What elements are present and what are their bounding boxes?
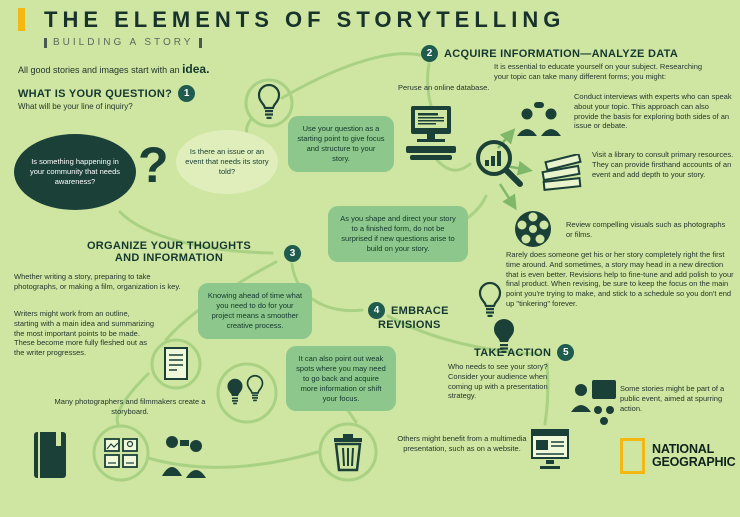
outline-notepad-icon [150, 338, 202, 395]
issue-question-bubble: Is there an issue or an event that needs… [176, 130, 278, 194]
library-text: Visit a library to consult primary resou… [592, 150, 734, 179]
nat-geo-frame-icon [620, 438, 645, 474]
logo-line2: GEOGRAPHIC [652, 455, 736, 469]
two-bulbs-icon [216, 362, 278, 429]
organization-text: Whether writing a story, preparing to ta… [14, 272, 181, 291]
website-icon [530, 424, 570, 479]
section4-header: 4 EMBRACE REVISIONS [368, 302, 449, 331]
section4-title-line1: EMBRACE [391, 304, 449, 317]
event-text: Some stories might be part of a public e… [620, 384, 725, 413]
section1-callout: Use your question as a starting point to… [288, 116, 394, 172]
outline-text: Writers might work from an outline, star… [14, 309, 155, 357]
interview-people-icon [514, 102, 564, 147]
section3-title-line1: ORGANIZE YOUR THOUGHTS [86, 240, 252, 252]
community-question-bubble: Is something happening in your community… [14, 134, 136, 210]
magnifier-icon [472, 136, 528, 197]
section5-title: TAKE ACTION [474, 346, 552, 359]
section1-number-badge: 1 [178, 85, 196, 102]
multimedia-text: Others might benefit from a multimedia p… [397, 434, 527, 453]
section1-header: WHAT IS YOUR QUESTION? 1 [18, 85, 196, 102]
knowing-callout: Knowing ahead of time what you need to d… [198, 283, 312, 339]
section3-number-badge: 3 [284, 245, 301, 262]
weak-spots-callout: It can also point out weak spots where y… [286, 346, 396, 412]
page-subtitle-row: BUILDING A STORY [44, 37, 203, 48]
section2-title: ACQUIRE INFORMATION—ANALYZE DATA [444, 47, 679, 60]
visuals-text: Review compelling visuals such as photog… [566, 220, 726, 239]
film-reel-icon [512, 208, 554, 255]
page-subtitle: BUILDING A STORY [53, 37, 194, 48]
section4-title-line2: REVISIONS [378, 319, 441, 331]
section1-title: WHAT IS YOUR QUESTION? [18, 87, 173, 100]
revisions-text: Rarely does someone get his or her story… [506, 250, 734, 308]
notebook-icon [30, 430, 70, 487]
computer-icon [404, 106, 458, 167]
section2-lead: It is essential to educate yourself on y… [494, 62, 703, 81]
question-mark-icon: ? [138, 137, 169, 193]
film-crew-icon [158, 432, 212, 485]
storyboard-grid-icon [92, 424, 150, 487]
section4-number-badge: 4 [368, 302, 385, 319]
section2-number-badge: 2 [421, 45, 438, 62]
section3-header: ORGANIZE YOUR THOUGHTS AND INFORMATION [60, 240, 278, 264]
logo-line1: NATIONAL [652, 441, 715, 456]
section3-title-line2: AND INFORMATION [114, 252, 224, 264]
idea-lightbulb-icon [244, 78, 294, 133]
library-books-icon [538, 152, 586, 197]
storyboard-text: Many photographers and filmmakers create… [54, 397, 206, 416]
shape-story-callout: As you shape and direct your story to a … [328, 206, 468, 262]
audience-text: Who needs to see your story? Consider yo… [448, 362, 548, 401]
public-event-icon [570, 378, 618, 433]
intro-sentence: All good stories and images start with a… [18, 62, 258, 76]
section1-lead: What will be your line of inquiry? [18, 102, 133, 111]
trash-can-icon [318, 420, 378, 489]
interviews-text: Conduct interviews with experts who can … [574, 92, 732, 131]
page-title: THE ELEMENTS OF STORYTELLING [44, 7, 566, 32]
intro-text: All good stories and images start with a… [18, 65, 183, 75]
intro-emphasis: idea. [182, 62, 210, 76]
database-label: Peruse an online database. [398, 83, 490, 92]
tick-icon [199, 37, 203, 48]
revision-bulb-icon [478, 281, 502, 323]
section5-header: TAKE ACTION 5 [474, 344, 575, 361]
section5-number-badge: 5 [557, 344, 575, 361]
tick-icon [44, 37, 47, 48]
title-accent-icon [18, 8, 25, 31]
national-geographic-logo: NATIONAL GEOGRAPHIC [620, 438, 736, 474]
section2-header: 2 ACQUIRE INFORMATION—ANALYZE DATA [421, 45, 678, 62]
